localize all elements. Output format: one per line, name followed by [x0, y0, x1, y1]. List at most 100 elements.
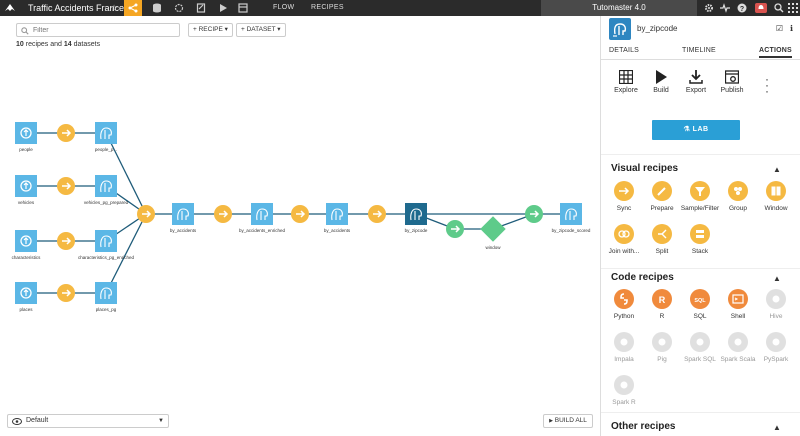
code-recipes-title: Code recipes: [611, 272, 674, 283]
recipe-label: Prepare: [650, 205, 674, 212]
visual-recipe-node[interactable]: [57, 232, 75, 250]
recipe-spark-scala-button[interactable]: Spark Scala: [718, 332, 758, 363]
dataset-node[interactable]: window: [480, 216, 506, 250]
flow-canvas[interactable]: 10 recipes and 14 datasets + RECIPE ▾ + …: [0, 16, 600, 436]
visual-recipe-node[interactable]: [291, 205, 309, 223]
nav-recipes-link[interactable]: RECIPES: [311, 4, 344, 11]
play-icon: ▶: [549, 418, 553, 424]
recipe-python-button[interactable]: Python: [604, 289, 644, 320]
publish-button[interactable]: Publish: [712, 70, 752, 94]
gear-icon[interactable]: [704, 3, 714, 13]
lab-button[interactable]: ⚗ LAB: [652, 120, 740, 140]
dataset-node[interactable]: by_zipcode: [405, 203, 428, 233]
build-all-button[interactable]: ▶ BUILD ALL: [543, 414, 593, 428]
explore-button[interactable]: Explore: [606, 70, 646, 94]
visual-recipe-node[interactable]: [57, 177, 75, 195]
dataset-diamond: [480, 216, 506, 242]
recipe-impala-button[interactable]: Impala: [604, 332, 644, 363]
search-icon[interactable]: [774, 3, 784, 13]
dataset-node[interactable]: places: [15, 282, 37, 312]
tab-actions[interactable]: ACTIONS: [759, 47, 792, 58]
apps-grid-icon[interactable]: [788, 3, 798, 13]
dataset-node[interactable]: places_pg: [95, 282, 117, 312]
recipe-join-with-button[interactable]: Join with...: [604, 224, 644, 255]
flow-filter-input[interactable]: [33, 25, 173, 35]
recipe-spark-sql-button[interactable]: Spark SQL: [680, 332, 720, 363]
recipe-hive-button[interactable]: Hive: [756, 289, 796, 320]
lab-nav-icon[interactable]: [174, 3, 184, 13]
recipe-pyspark-button[interactable]: PySpark: [756, 332, 796, 363]
dataset-node[interactable]: people: [15, 122, 37, 152]
tab-timeline[interactable]: TIMELINE: [682, 47, 716, 54]
dataset-label: by_zipcode_scored: [552, 228, 591, 233]
recipe-spark-r-button[interactable]: Spark R: [604, 375, 644, 406]
datasets-nav-icon[interactable]: [152, 3, 162, 13]
dashboard-icon: [725, 70, 739, 84]
flow-filter-input-box[interactable]: [16, 23, 180, 37]
postgres-elephant-icon: [613, 23, 627, 37]
publish-label: Publish: [720, 87, 744, 94]
project-name[interactable]: Traffic Accidents France: [28, 3, 125, 13]
notebooks-nav-icon[interactable]: [196, 3, 206, 13]
code-recipe-node[interactable]: [446, 220, 464, 238]
recipe-stack-button[interactable]: Stack: [680, 224, 720, 255]
recipe-label: Pig: [657, 356, 667, 363]
visual-recipe-node[interactable]: [214, 205, 232, 223]
dataset-node[interactable]: characteristics_pg_enriched: [78, 230, 135, 260]
dataset-node[interactable]: by_accidents: [170, 203, 197, 233]
explore-label: Explore: [614, 87, 638, 94]
dataset-node[interactable]: by_zipcode_scored: [552, 203, 591, 233]
svg-text:R: R: [659, 295, 666, 305]
flow-count-summary: 10 recipes and 14 datasets: [16, 41, 100, 48]
chevron-up-icon[interactable]: ▲: [773, 274, 781, 283]
flow-nav-button[interactable]: [124, 0, 142, 16]
dataset-node[interactable]: characteristics: [12, 230, 42, 260]
notifications-icon[interactable]: [755, 3, 767, 13]
visual-recipe-node[interactable]: [368, 205, 386, 223]
add-recipe-button[interactable]: + RECIPE ▾: [188, 23, 233, 37]
export-button[interactable]: Export: [676, 70, 716, 94]
dataset-node[interactable]: by_accidents: [324, 203, 351, 233]
recipe-group-button[interactable]: Group: [718, 181, 758, 212]
dataset-node[interactable]: by_accidents_enriched: [239, 203, 286, 233]
recipe-sync-button[interactable]: Sync: [604, 181, 644, 212]
nav-flow-link[interactable]: FLOW: [273, 4, 295, 11]
add-dataset-button[interactable]: + DATASET ▾: [236, 23, 286, 37]
recipe-glyph: [530, 210, 540, 218]
recipe-glyph: [142, 210, 152, 218]
activity-icon[interactable]: [720, 3, 730, 13]
recipe-glyph: [373, 210, 383, 218]
chevron-up-icon[interactable]: ▲: [773, 423, 781, 432]
dashboards-nav-icon[interactable]: [238, 3, 248, 13]
recipe-window-button[interactable]: Window: [756, 181, 796, 212]
recipe-pig-button[interactable]: Pig: [642, 332, 682, 363]
dataset-node[interactable]: people_p...: [95, 122, 117, 152]
checkbox-icon[interactable]: ☑: [775, 24, 784, 33]
dataset-node[interactable]: vehicles: [15, 175, 37, 205]
chevron-up-icon[interactable]: ▲: [773, 165, 781, 174]
info-icon[interactable]: ℹ: [789, 24, 794, 33]
dataset-label: by_accidents: [324, 228, 351, 233]
recipe-shell-button[interactable]: Shell: [718, 289, 758, 320]
dataset-square: [95, 282, 117, 304]
visual-recipe-node[interactable]: [137, 205, 155, 223]
star-icon[interactable]: ☆: [110, 3, 119, 13]
recipe-sample-filter-button[interactable]: Sample/Filter: [680, 181, 720, 212]
more-options-icon[interactable]: ···: [765, 72, 769, 98]
dss-bird-logo-icon[interactable]: [4, 2, 16, 14]
visual-recipe-node[interactable]: [57, 124, 75, 142]
code-recipe-node[interactable]: [525, 205, 543, 223]
divider: [601, 412, 800, 413]
recipe-prepare-button[interactable]: Prepare: [642, 181, 682, 212]
flow-view-select[interactable]: Default ▼: [7, 414, 169, 428]
dataset-node[interactable]: vehicles_pg_prepared: [84, 175, 129, 205]
flow-graph[interactable]: people vehicles characteristics places peopl…: [0, 16, 600, 396]
jobs-play-icon[interactable]: [218, 3, 228, 13]
visual-recipe-node[interactable]: [57, 284, 75, 302]
recipe-split-button[interactable]: Split: [642, 224, 682, 255]
tab-details[interactable]: DETAILS: [609, 47, 640, 54]
help-icon[interactable]: ?: [737, 3, 747, 13]
build-button[interactable]: Build: [641, 70, 681, 94]
